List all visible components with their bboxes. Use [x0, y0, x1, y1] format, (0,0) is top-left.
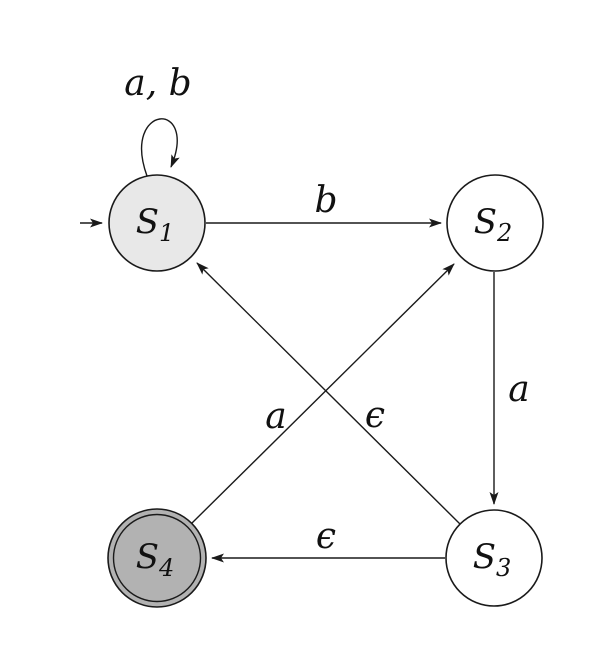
state-s1: S1 [108, 174, 206, 272]
state-s2-circle [446, 174, 544, 272]
edge-s4-s2 [191, 263, 455, 524]
state-s2: S2 [446, 174, 544, 272]
state-s3-label: S3 [473, 537, 512, 582]
self-loop-s1 [141, 118, 180, 177]
label-edge-s1-s2: b [314, 180, 337, 221]
state-s4-circle [107, 508, 207, 608]
state-s4-inner-ring [112, 513, 202, 603]
state-s3: S3 [445, 509, 543, 607]
state-s1-label: S1 [136, 202, 175, 247]
state-s4-label: S4 [136, 537, 175, 582]
label-edge-s3-s4: ϵ [316, 516, 336, 557]
label-edge-s3-s1: ϵ [365, 395, 385, 436]
state-s2-label: S2 [474, 202, 513, 247]
state-s1-circle [108, 174, 206, 272]
state-s4: S4 [107, 508, 207, 608]
label-self-loop-s1: a, b [124, 63, 191, 104]
label-edge-s2-s3: a [508, 369, 529, 410]
label-edge-s4-s2: a [265, 396, 286, 437]
edge-s3-s1 [196, 262, 461, 525]
state-s3-circle [445, 509, 543, 607]
